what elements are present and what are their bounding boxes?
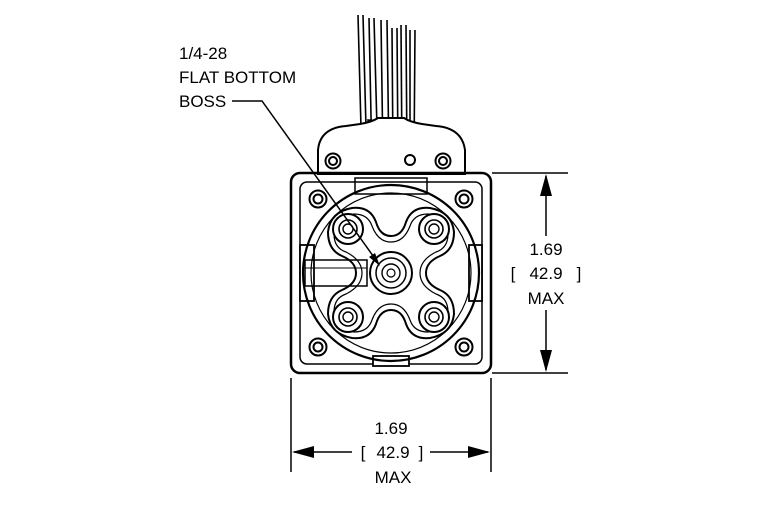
boss-callout: 1/4-28 FLAT BOTTOM BOSS: [179, 44, 380, 266]
width-arrow-left: [292, 446, 314, 458]
round-cap: [301, 177, 481, 363]
height-dimension: 1.69 [ 42.9 ] MAX: [492, 172, 582, 374]
height-mm-value: 42.9: [529, 264, 562, 283]
width-max-label: MAX: [375, 468, 412, 487]
callout-arrowhead: [369, 253, 380, 266]
width-dimension: 1.69 [ 42.9 ] MAX: [290, 378, 492, 487]
width-mm-value: 42.9: [376, 443, 409, 462]
width-bracket-close: ]: [419, 443, 424, 462]
height-bracket-close: ]: [577, 264, 582, 283]
width-inch-value: 1.69: [374, 419, 407, 438]
corner-holes: [308, 189, 474, 357]
height-inch-value: 1.69: [529, 240, 562, 259]
port-cluster: [326, 206, 456, 340]
callout-line-3: BOSS: [179, 92, 226, 111]
callout-line-1: 1/4-28: [179, 44, 227, 63]
width-arrow-right: [468, 446, 490, 458]
height-arrow-up: [540, 174, 552, 196]
mounting-bracket: [317, 117, 466, 175]
height-max-label: MAX: [528, 289, 565, 308]
width-bracket-open: [: [361, 443, 366, 462]
center-boss: [369, 251, 413, 295]
callout-leader: [232, 100, 377, 261]
callout-line-2: FLAT BOTTOM: [179, 68, 296, 87]
height-bracket-open: [: [511, 264, 516, 283]
ports: [332, 213, 450, 333]
height-arrow-down: [540, 350, 552, 372]
